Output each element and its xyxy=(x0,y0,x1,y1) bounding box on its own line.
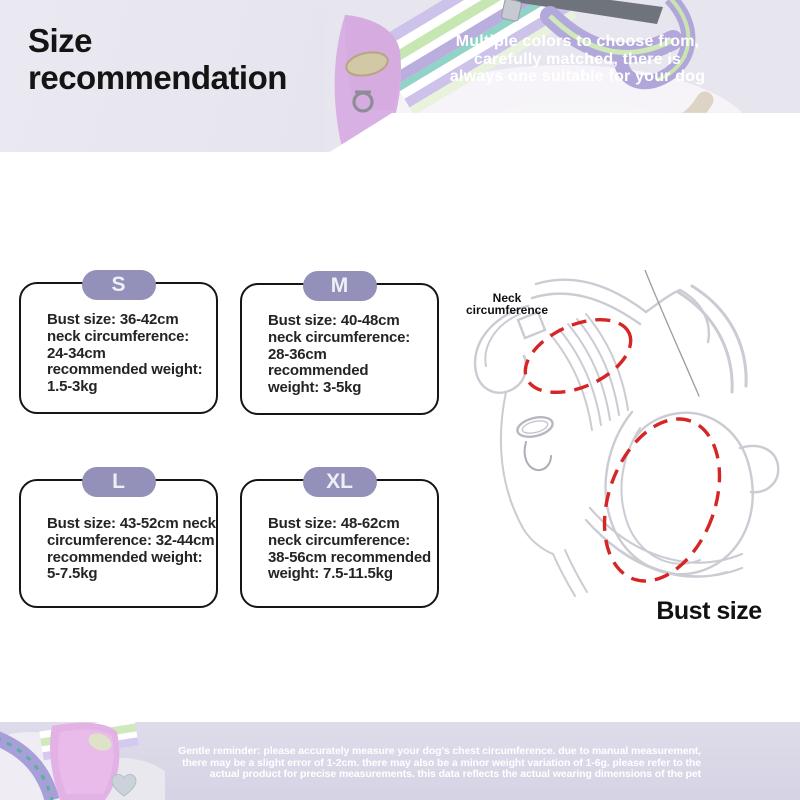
size-badge-l: L xyxy=(81,467,156,497)
neck-measure-ellipse xyxy=(523,317,633,395)
bottom-banner: Gentle reminder: please accurately measu… xyxy=(0,722,800,800)
size-badge-s: S xyxy=(81,270,156,300)
size-details-xl: Bust size: 48-62cm neck circumference: 3… xyxy=(268,515,431,583)
gentle-reminder: Gentle reminder: please accurately measu… xyxy=(105,745,701,781)
tagline-line-3: always one suitable for your dog xyxy=(449,68,706,85)
size-card-m: M Bust size: 40-48cm neck circumference:… xyxy=(240,271,439,415)
sketch-buckle xyxy=(516,310,547,340)
tagline: Multiple colors to choose from, carefull… xyxy=(435,33,720,86)
reminder-line-3: actual product for precise measurements.… xyxy=(209,768,701,780)
metal-buckle xyxy=(501,0,522,22)
heart-charm xyxy=(111,773,137,797)
size-badge-m: M xyxy=(302,271,377,301)
bust-size-label: Bust size xyxy=(656,597,762,625)
harness-sketch xyxy=(473,270,780,597)
size-card-s: S Bust size: 36-42cm neck circumference:… xyxy=(19,270,218,414)
neck-circumference-label: Neck circumference xyxy=(465,291,549,317)
sketch-brand-badge xyxy=(516,416,554,438)
charm xyxy=(88,733,112,751)
gray-strap xyxy=(515,0,663,24)
top-banner: Size recommendation Multiple colors to c… xyxy=(0,0,800,152)
reminder-line-2: there may be a slight error of 1-2cm. th… xyxy=(182,756,701,769)
woven-strap xyxy=(0,731,60,800)
size-details-m: Bust size: 40-48cm neck circumference: 2… xyxy=(268,312,411,397)
size-details-l: Bust size: 43-52cm neck circumference: 3… xyxy=(47,515,216,583)
tagline-line-1: Multiple colors to choose from, xyxy=(455,33,700,50)
harness-detail-photo xyxy=(0,722,165,800)
brand-badge xyxy=(345,51,389,77)
size-card-l: L Bust size: 43-52cm neck circumference:… xyxy=(19,467,218,608)
tagline-line-2: carefully matched, there is xyxy=(473,50,682,68)
reminder-line-1: Gentle reminder: please accurately measu… xyxy=(178,745,701,757)
size-card-xl: XL Bust size: 48-62cm neck circumference… xyxy=(240,467,439,608)
striped-fabric xyxy=(370,0,578,116)
page-title: Size recommendation xyxy=(28,22,287,96)
size-badge-xl: XL xyxy=(302,467,377,497)
sketch-d-ring xyxy=(523,441,552,472)
size-details-s: Bust size: 36-42cm neck circumference: 2… xyxy=(47,311,203,396)
bust-measure-ellipse xyxy=(602,417,722,583)
